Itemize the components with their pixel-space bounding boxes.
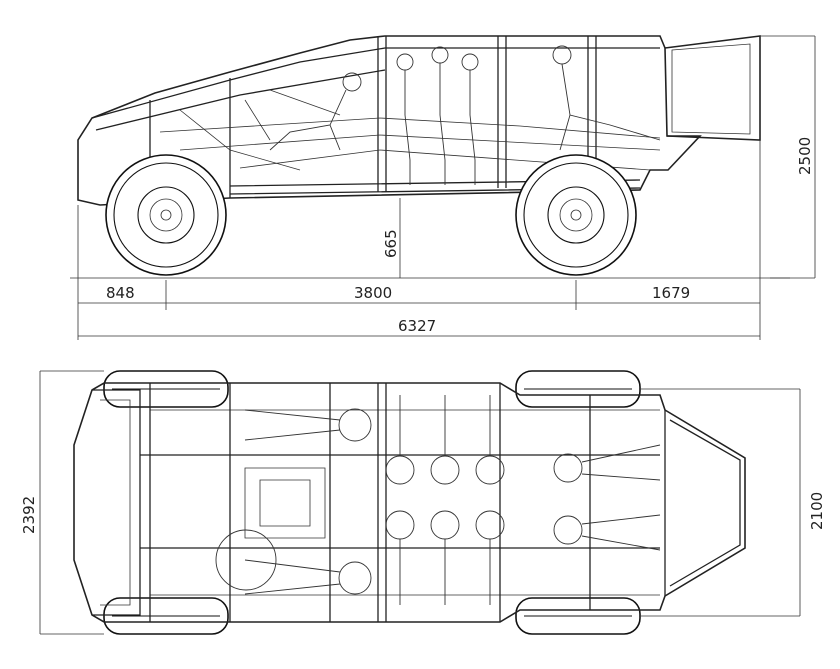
dim-ground-clearance: 665 <box>382 229 400 258</box>
side-rear-box <box>664 35 761 141</box>
dim-track-width: 2100 <box>808 492 826 530</box>
dim-overall-height: 2500 <box>796 137 814 175</box>
top-dimensions: 2392 2100 <box>20 370 826 635</box>
top-body-outline <box>73 382 746 623</box>
top-occupants <box>215 395 661 605</box>
side-occupants <box>269 45 661 185</box>
dim-wheelbase: 3800 <box>354 284 392 302</box>
front-wheel-side <box>105 154 227 276</box>
top-view <box>73 370 746 635</box>
rear-wheel-side <box>515 154 637 276</box>
dim-overall-length: 6327 <box>398 317 436 335</box>
side-view <box>70 35 790 279</box>
dim-rear-overhang: 1679 <box>652 284 690 302</box>
dim-front-overhang: 848 <box>106 284 135 302</box>
side-dimensions: 848 3800 1679 6327 665 2500 <box>77 35 816 340</box>
dim-overall-width: 2392 <box>20 496 38 534</box>
